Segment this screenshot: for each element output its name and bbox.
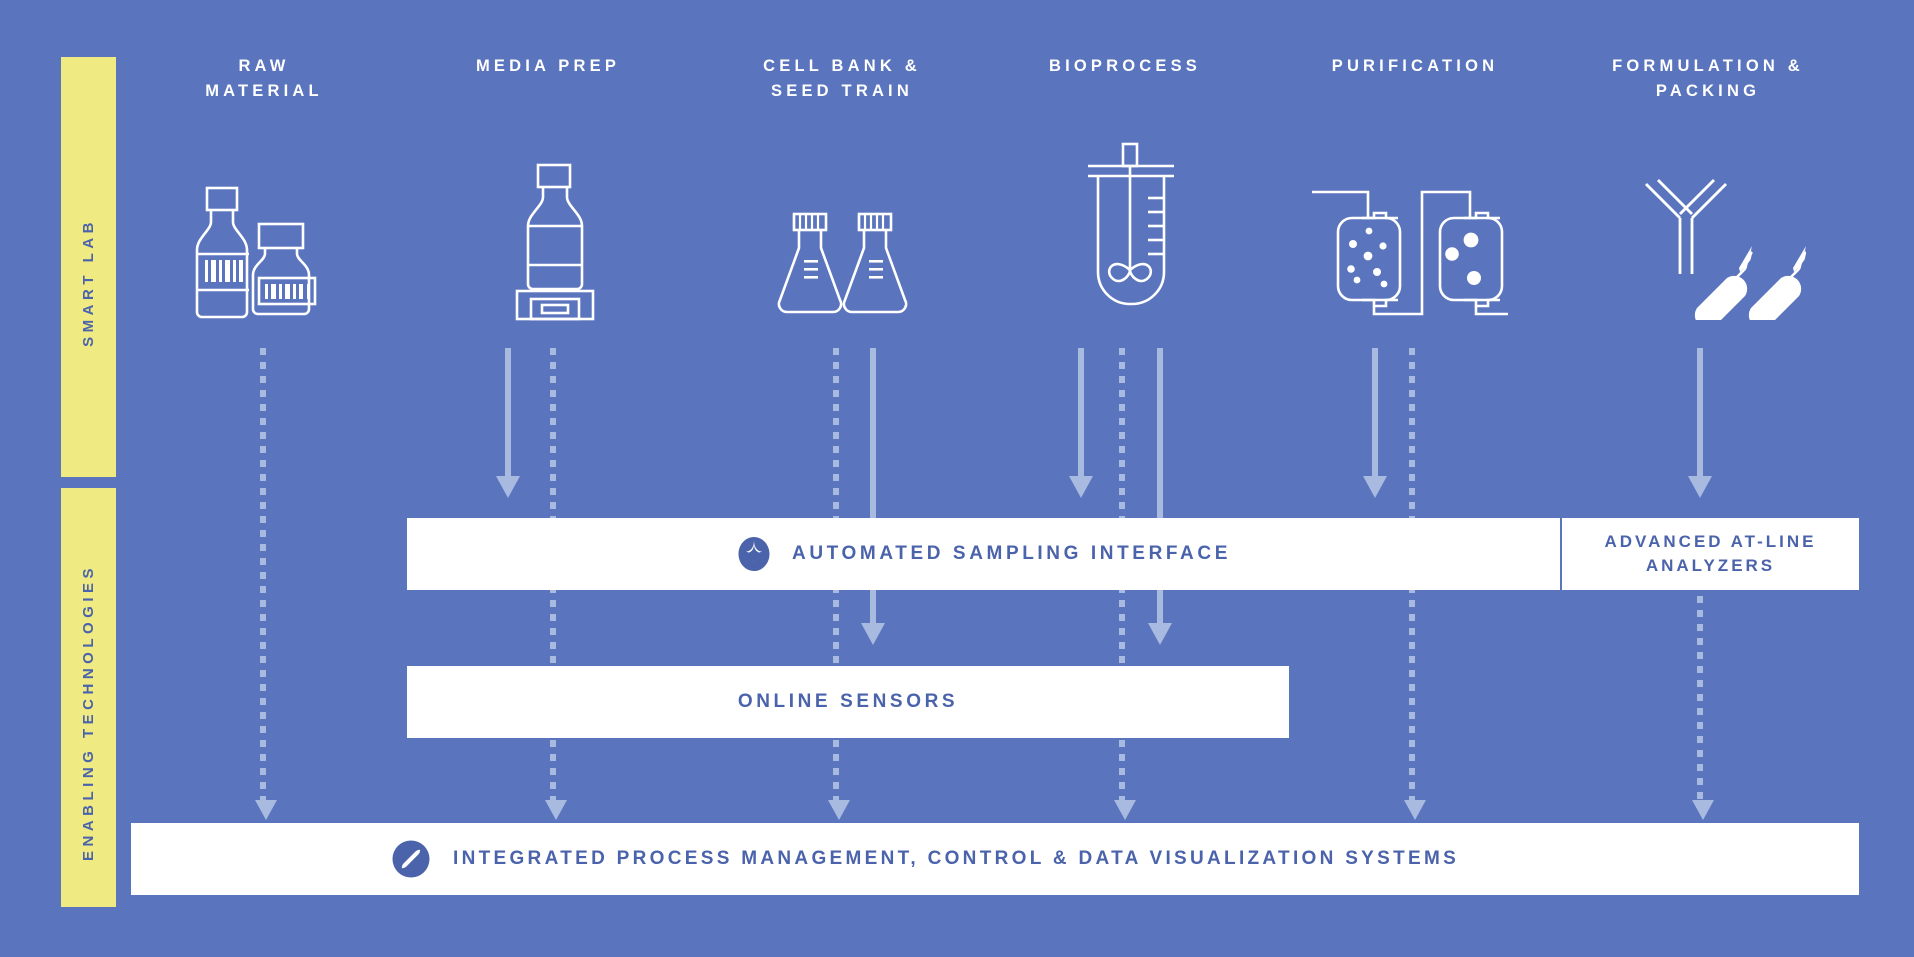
connector-cell-bank-solid bbox=[870, 348, 876, 625]
four-point-star-circle-icon bbox=[738, 537, 770, 571]
connector-raw-material-dotted-arrowhead bbox=[255, 800, 277, 820]
connector-formulation-dotted-arrowhead bbox=[1692, 800, 1714, 820]
bottle-and-jar-with-barcode-icon bbox=[195, 186, 317, 319]
connector-formulation-solid bbox=[1697, 348, 1703, 478]
online-sensors-label: ONLINE SENSORS bbox=[737, 691, 959, 712]
connector-formulation-solid-arrowhead bbox=[1688, 476, 1712, 498]
online-sensors-band[interactable]: ONLINE SENSORS bbox=[407, 666, 1289, 738]
bottle-on-scale-icon bbox=[515, 163, 595, 321]
connector-formulation-dotted bbox=[1697, 596, 1703, 803]
rail-enabling-technologies-label: ENABLING TECHNOLOGIES bbox=[80, 563, 97, 861]
connector-media-prep-solid-arrowhead bbox=[496, 476, 520, 498]
connector-purification-solid-arrowhead bbox=[1363, 476, 1387, 498]
connector-purification-dotted-arrowhead bbox=[1404, 800, 1426, 820]
connector-media-prep-solid bbox=[505, 348, 511, 478]
connector-bioprocess-solid-sampling-arrowhead bbox=[1069, 476, 1093, 498]
integrated-process-management-label: INTEGRATED PROCESS MANAGEMENT, CONTROL &… bbox=[453, 848, 1460, 869]
bioreactor-with-impeller-icon bbox=[1088, 142, 1174, 306]
advanced-at-line-analyzers-band[interactable]: ADVANCED AT-LINE ANALYZERS bbox=[1562, 518, 1859, 590]
slashed-circle-icon bbox=[392, 840, 430, 878]
connector-purification-solid bbox=[1372, 348, 1378, 478]
automated-sampling-interface-band[interactable]: AUTOMATED SAMPLING INTERFACE bbox=[407, 518, 1560, 590]
column-header-cell-bank-seed-train: CELL BANK & SEED TRAIN bbox=[763, 57, 921, 100]
connector-bioprocess-dotted-arrowhead bbox=[1114, 800, 1136, 820]
automated-sampling-interface-label: AUTOMATED SAMPLING INTERFACE bbox=[792, 543, 1231, 564]
two-erlenmeyer-flasks-icon bbox=[777, 212, 908, 314]
connector-bioprocess-solid-sampling bbox=[1078, 348, 1084, 478]
connector-bioprocess-solid-online-arrowhead bbox=[1148, 623, 1172, 645]
column-header-formulation-packing: FORMULATION & PACKING bbox=[1612, 57, 1804, 100]
advanced-at-line-analyzers-label: ADVANCED AT-LINE ANALYZERS bbox=[1604, 532, 1817, 575]
column-header-media-prep: MEDIA PREP bbox=[475, 57, 621, 75]
connector-bioprocess-solid-online bbox=[1157, 348, 1163, 625]
integrated-process-management-band[interactable]: INTEGRATED PROCESS MANAGEMENT, CONTROL &… bbox=[131, 823, 1859, 895]
connector-raw-material-dotted bbox=[260, 348, 266, 803]
column-header-raw-material: RAW MATERIAL bbox=[205, 57, 323, 100]
rail-enabling-technologies: ENABLING TECHNOLOGIES bbox=[61, 488, 116, 907]
rail-smart-lab-label: SMART LAB bbox=[80, 217, 97, 347]
antibody-and-ampoules-icon bbox=[1645, 179, 1806, 320]
column-header-purification: PURIFICATION bbox=[1331, 57, 1499, 75]
connector-cell-bank-solid-arrowhead bbox=[861, 623, 885, 645]
connector-cell-bank-dotted-arrowhead bbox=[828, 800, 850, 820]
chromatography-columns-icon bbox=[1312, 190, 1508, 316]
column-header-bioprocess: BIOPROCESS bbox=[1048, 57, 1202, 75]
rail-smart-lab: SMART LAB bbox=[61, 57, 116, 477]
connector-media-prep-dotted-arrowhead bbox=[545, 800, 567, 820]
